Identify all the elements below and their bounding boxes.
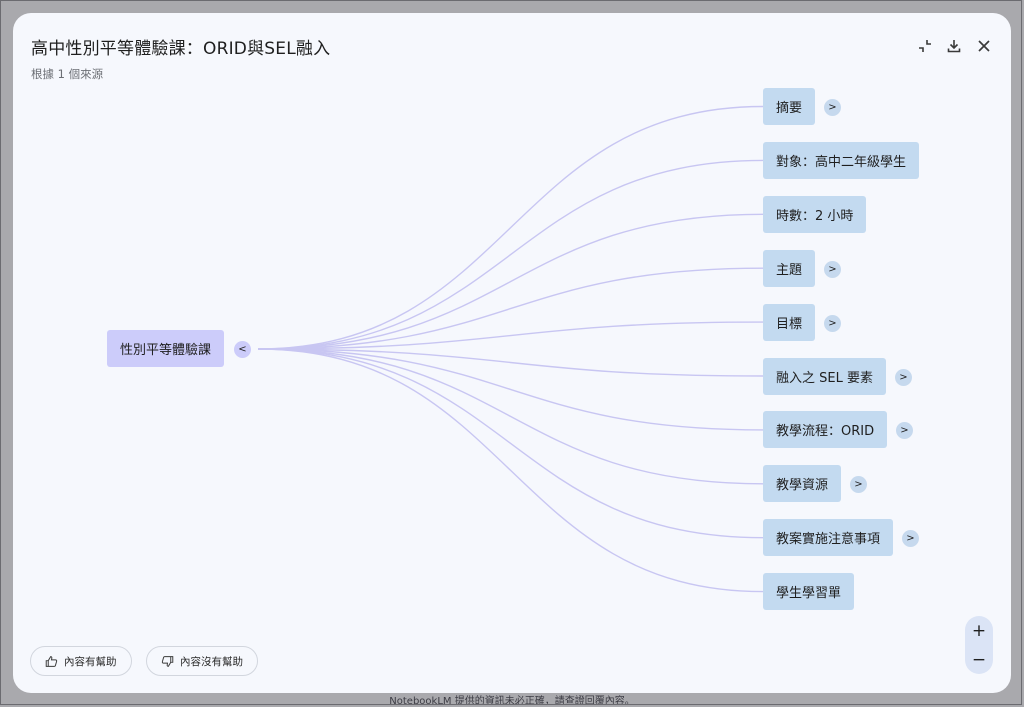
mindmap-node[interactable]: 目標 bbox=[763, 303, 816, 341]
mindmap-node-label: 目標 bbox=[776, 316, 803, 332]
close-button[interactable] bbox=[973, 35, 995, 57]
mindmap-edge bbox=[257, 159, 764, 350]
expand-node-toggle[interactable]: > bbox=[824, 260, 841, 278]
mindmap-node-label: 學生學習單 bbox=[776, 586, 842, 602]
mindmap-node-label: 時數：2 小時 bbox=[776, 208, 854, 224]
not-helpful-label: 內容沒有幫助 bbox=[180, 655, 243, 668]
zoom-out-button[interactable]: − bbox=[971, 649, 987, 670]
download-icon bbox=[947, 40, 961, 53]
mindmap-edge bbox=[257, 267, 764, 350]
mindmap-edge bbox=[257, 348, 764, 485]
mindmap-node[interactable]: 教學流程：ORID bbox=[763, 411, 888, 449]
download-button[interactable] bbox=[943, 35, 965, 57]
expand-node-toggle[interactable]: > bbox=[895, 368, 912, 386]
collapse-icon bbox=[919, 40, 931, 52]
mindmap-node-label: 教學流程：ORID bbox=[776, 424, 875, 440]
expand-node-toggle[interactable]: > bbox=[896, 422, 913, 440]
expand-node-toggle[interactable]: > bbox=[824, 99, 841, 116]
disclaimer-text: NotebookLM 提供的資訊未必正確，請查證回覆內容。 bbox=[389, 696, 635, 707]
mindmap-node[interactable]: 教案實施注意事項 bbox=[763, 519, 894, 557]
expand-node-toggle[interactable]: > bbox=[824, 314, 841, 332]
expand-node-toggle[interactable]: > bbox=[902, 530, 919, 548]
root-node-label: 性別平等體驗課 bbox=[120, 343, 212, 358]
mindmap-node-label: 教案實施注意事項 bbox=[776, 532, 881, 548]
mindmap-dialog: 高中性別平等體驗課：ORID與SEL融入 根據 1 個來源 性別平等體驗課 < … bbox=[13, 13, 1011, 693]
close-icon bbox=[978, 40, 990, 52]
mindmap-node[interactable]: 主題 bbox=[763, 249, 816, 287]
mindmap-edge bbox=[257, 348, 764, 593]
dialog-title: 高中性別平等體驗課：ORID與SEL融入 bbox=[31, 39, 331, 59]
source-count-text: 根據 1 個來源 bbox=[31, 67, 104, 81]
mindmap-node[interactable]: 學生學習單 bbox=[763, 573, 855, 611]
mindmap-node[interactable]: 融入之 SEL 要素 bbox=[763, 357, 886, 395]
zoom-controls: + − bbox=[965, 616, 993, 674]
mindmap-node[interactable]: 教學資源 bbox=[763, 465, 842, 503]
mindmap-edge bbox=[257, 348, 764, 431]
mindmap-edge bbox=[257, 321, 764, 350]
mindmap-node-label: 融入之 SEL 要素 bbox=[776, 370, 873, 386]
zoom-in-button[interactable]: + bbox=[971, 620, 987, 641]
collapse-root-toggle[interactable]: < bbox=[234, 341, 251, 358]
mindmap-node[interactable]: 對象：高中二年級學生 bbox=[763, 141, 920, 179]
thumbs-up-icon bbox=[45, 655, 58, 667]
thumbs-down-icon bbox=[161, 655, 174, 667]
mindmap-node-label: 教學資源 bbox=[776, 478, 829, 494]
expand-node-toggle[interactable]: > bbox=[850, 476, 867, 494]
mindmap-node-label: 主題 bbox=[776, 262, 803, 278]
mindmap-edge bbox=[257, 348, 764, 539]
helpful-button[interactable]: 內容有幫助 bbox=[30, 646, 132, 676]
mindmap-root-node[interactable]: 性別平等體驗課 bbox=[107, 330, 225, 367]
mindmap-edge bbox=[257, 348, 764, 377]
collapse-button[interactable] bbox=[914, 35, 936, 57]
mindmap-node-label: 摘要 bbox=[776, 101, 803, 116]
mindmap-node-label: 對象：高中二年級學生 bbox=[776, 154, 907, 170]
mindmap-edge bbox=[257, 213, 764, 350]
mindmap-edges bbox=[257, 105, 764, 593]
mindmap-node[interactable]: 時數：2 小時 bbox=[763, 195, 867, 233]
mindmap-edge bbox=[257, 105, 764, 350]
mindmap-node[interactable]: 摘要 bbox=[763, 88, 816, 125]
helpful-label: 內容有幫助 bbox=[64, 655, 117, 668]
not-helpful-button[interactable]: 內容沒有幫助 bbox=[146, 646, 258, 676]
